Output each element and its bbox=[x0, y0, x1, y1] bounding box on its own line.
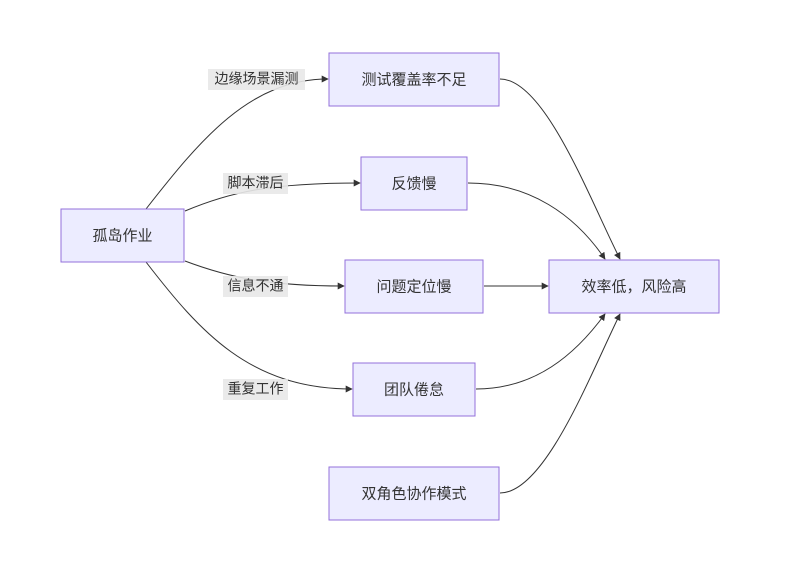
edge-dual-to-outcome bbox=[499, 313, 621, 494]
edge-label-info-block: 信息不通 bbox=[223, 276, 288, 297]
node-feedback[interactable]: 反馈慢 bbox=[360, 156, 468, 211]
node-label: 孤岛作业 bbox=[92, 227, 152, 245]
node-label: 双角色协作模式 bbox=[361, 485, 466, 503]
edge-label-text: 重复工作 bbox=[228, 381, 284, 398]
node-isolated[interactable]: 孤岛作业 bbox=[60, 208, 185, 263]
edge-label-text: 边缘场景漏测 bbox=[215, 72, 299, 88]
edge-label-text: 信息不通 bbox=[228, 278, 284, 295]
nodes: 孤岛作业 测试覆盖率不足 反馈慢 问题定位慢 团队倦怠 双角色协作模式 效率低，… bbox=[60, 52, 720, 521]
node-outcome[interactable]: 效率低，风险高 bbox=[548, 259, 720, 314]
node-coverage[interactable]: 测试覆盖率不足 bbox=[328, 52, 500, 107]
node-label: 效率低，风险高 bbox=[581, 278, 686, 296]
edge-label-repeat-work: 重复工作 bbox=[223, 379, 288, 400]
edge-label-script-lag: 脚本滞后 bbox=[223, 173, 288, 194]
node-dual[interactable]: 双角色协作模式 bbox=[328, 466, 500, 521]
node-label: 测试覆盖率不足 bbox=[361, 71, 466, 89]
edge-labels: 边缘场景漏测 脚本滞后 信息不通 重复工作 bbox=[208, 69, 305, 400]
edge-coverage-to-outcome bbox=[499, 78, 621, 260]
edge-isolated-to-fatigue bbox=[145, 261, 353, 393]
node-locate[interactable]: 问题定位慢 bbox=[344, 259, 484, 314]
edge-label-text: 脚本滞后 bbox=[228, 176, 284, 192]
node-label: 团队倦怠 bbox=[384, 381, 444, 399]
node-fatigue[interactable]: 团队倦怠 bbox=[352, 362, 476, 417]
edge-feedback-to-outcome bbox=[467, 182, 606, 260]
edge-label-edge-case-miss: 边缘场景漏测 bbox=[208, 69, 305, 90]
edge-fatigue-to-outcome bbox=[475, 313, 606, 390]
node-label: 反馈慢 bbox=[391, 175, 436, 193]
node-label: 问题定位慢 bbox=[376, 278, 451, 296]
edges bbox=[145, 75, 621, 494]
